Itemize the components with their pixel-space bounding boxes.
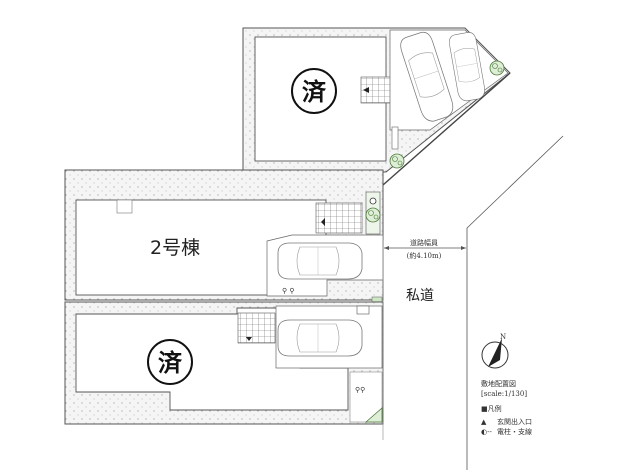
bicycle-icon: ⚲ ⚲ bbox=[282, 287, 294, 295]
road-label: 私道 bbox=[406, 288, 434, 304]
svg-text:済: 済 bbox=[158, 349, 183, 377]
car-icon bbox=[277, 319, 363, 357]
utility-pole-icon bbox=[369, 197, 377, 205]
svg-text:道路幅員: 道路幅員 bbox=[410, 238, 438, 247]
sold-badge: 済 bbox=[147, 339, 193, 385]
legend-heading: ■凡例 bbox=[481, 404, 502, 413]
shrub-icon bbox=[365, 207, 381, 223]
shrub-icon bbox=[364, 407, 383, 423]
legend-pole-label: 電柱・支線 bbox=[497, 427, 532, 436]
plan-title: 敷地配置図 bbox=[481, 379, 516, 388]
lot-2-label: 2号棟 bbox=[150, 237, 200, 259]
legend-entrance-label: 玄関出入口 bbox=[497, 417, 532, 426]
lot-2[interactable]: ⚲ ⚲ 2号棟 bbox=[64, 169, 384, 304]
boundary-line bbox=[382, 72, 511, 186]
shrub-icon bbox=[389, 153, 405, 169]
svg-text:済: 済 bbox=[302, 78, 327, 106]
legend-entrance-symbol: ▲ bbox=[481, 418, 487, 426]
car-icon bbox=[277, 242, 363, 280]
lot-2-entrance-steps bbox=[315, 202, 363, 234]
lot-1[interactable]: 済 bbox=[242, 27, 511, 173]
svg-text:N: N bbox=[500, 333, 506, 341]
legend: 敷地配置図 [scale:1/130] ■凡例 ▲ 玄関出入口 ◐-- 電柱・支… bbox=[481, 379, 532, 436]
north-arrow-icon: N bbox=[481, 333, 509, 369]
road-edge-right bbox=[466, 135, 564, 470]
lot-3-entrance-steps bbox=[237, 312, 276, 344]
entrance-marker-icon bbox=[363, 87, 369, 93]
entrance-marker-icon bbox=[321, 218, 325, 226]
plan-scale: [scale:1/130] bbox=[481, 390, 527, 398]
bicycle-icon: ⚲⚲ bbox=[355, 386, 365, 394]
svg-text:(約4.10m): (約4.10m) bbox=[407, 251, 442, 260]
lot-3[interactable]: ⚲⚲ 済 bbox=[64, 301, 384, 425]
sold-badge: 済 bbox=[291, 68, 337, 114]
entrance-marker-icon bbox=[246, 337, 252, 341]
shrub-icon bbox=[489, 60, 505, 76]
legend-pole-symbol: ◐-- bbox=[481, 428, 492, 436]
road-width-dimension: 道路幅員 (約4.10m) bbox=[384, 238, 466, 260]
